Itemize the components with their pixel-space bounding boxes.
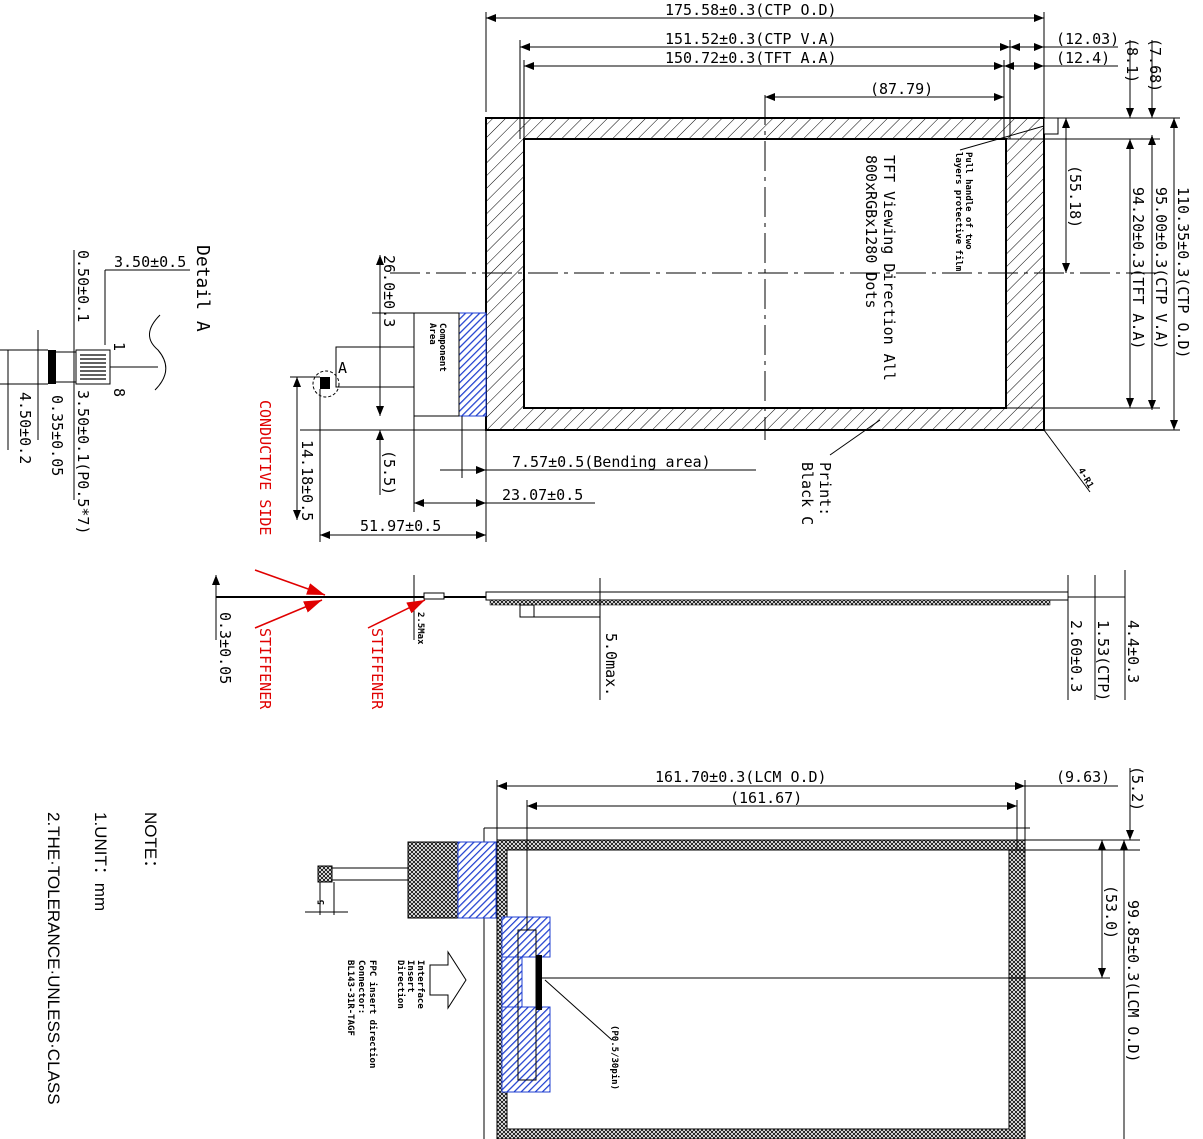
dim-5-2: (5.2) <box>1128 766 1146 811</box>
dim-14-18: 14.18±0.5 <box>298 440 316 521</box>
dim-ctp-va: 151.52±0.3(CTP V.A) <box>665 30 837 48</box>
dim-7-68: (7.68) <box>1146 38 1164 92</box>
interface-line3: Direction <box>395 960 406 1009</box>
dim-55-18: (55.18) <box>1066 165 1084 228</box>
dim-95-00: 95.00±0.3(CTP V.A) <box>1152 187 1170 350</box>
dim-51-97: 51.97±0.5 <box>360 517 441 535</box>
detail-a-title: Detail A <box>192 245 213 332</box>
print-label: Print: <box>816 462 834 516</box>
fpc-blue-hatch <box>458 312 487 417</box>
note-unit: 1.UNIT：mm <box>91 812 110 911</box>
dim-1-53: 1.53(CTP) <box>1094 620 1112 701</box>
note-title: NOTE： <box>141 812 160 876</box>
dim-2-5: 2.5Max <box>415 612 425 645</box>
dim-12-03: (12.03) <box>1056 30 1119 48</box>
radius-label: 4-R1 <box>1075 467 1095 491</box>
dim-8-1: (8.1) <box>1123 38 1141 83</box>
interface-line1: Interface <box>415 960 425 1009</box>
bottom-view: 5 (P0.5/30pin) Interface Insert Directio… <box>305 766 1146 1139</box>
top-view: 175.58±0.3(CTP O.D) 151.52±0.3(CTP V.A) … <box>290 1 1192 542</box>
dim-99-85: 99.85±0.3(LCM O.D) <box>1124 900 1142 1063</box>
component-line1: Component <box>437 323 447 372</box>
label-stiffener-right: STIFFENER <box>368 628 386 710</box>
label-a: A <box>338 359 347 377</box>
dim-53-0: (53.0) <box>1102 885 1120 939</box>
dim-7-57: 7.57±0.5(Bending area) <box>512 453 711 471</box>
notes: NOTE： 1.UNIT：mm 2.THE·TOLERANCE·UNLESS·C… <box>44 812 160 1105</box>
dim-4-4: 4.4±0.3 <box>1124 620 1142 683</box>
dim-12-4: (12.4) <box>1056 49 1110 67</box>
dim-5-5: (5.5) <box>380 450 398 495</box>
dim-detail-4-50: 4.50±0.2 <box>16 392 34 464</box>
dim-detail-0-35: 0.35±0.05 <box>48 395 66 476</box>
note-tolerance: 2.THE·TOLERANCE·UNLESS·CLASS <box>44 812 63 1105</box>
fpc-line3: BL143-31R-TAGF <box>345 960 355 1036</box>
label-stiffener-left: STIFFENER <box>256 628 274 710</box>
dim-87-79: (87.79) <box>870 80 933 98</box>
dim-26-0: 26.0±0.3 <box>380 255 398 327</box>
pull-handle-line1: Pull handle of two <box>963 152 973 250</box>
print-color: Black C <box>798 462 816 525</box>
resolution: 800xRGBx1280 Dots <box>862 155 880 309</box>
dim-161-70: 161.70±0.3(LCM O.D) <box>655 768 827 786</box>
component-line2: Area <box>427 323 437 345</box>
dim-5: 5 <box>317 900 327 905</box>
viewing-direction: TFT Viewing Direction All <box>880 155 898 381</box>
dim-94-20: 94.20±0.3(TFT A.A) <box>1129 187 1147 350</box>
dim-tft-aa: 150.72±0.3(TFT A.A) <box>665 49 837 67</box>
dim-0-3: 0.3±0.05 <box>216 612 234 684</box>
label-conductive-side: CONDUCTIVE SIDE <box>256 400 274 535</box>
dim-161-67: (161.67) <box>730 789 802 807</box>
component-area <box>413 312 460 417</box>
pin-8: 8 <box>110 388 128 397</box>
pin-1: 1 <box>110 342 128 351</box>
detail-a: Detail A 3.50±0.5 1 8 0.50±0.1 3.50±0.1(… <box>0 245 213 535</box>
dim-detail-pitch: 3.50±0.1(P0.5*7) <box>74 390 92 535</box>
dim-5-0: 5.0max. <box>602 633 620 696</box>
fpc-line2: Connector: <box>356 960 366 1014</box>
pull-handle-line2: layers protective film <box>953 152 964 272</box>
interface-line2: Insert <box>405 960 415 993</box>
dim-9-63: (9.63) <box>1056 768 1110 786</box>
side-view: 0.3±0.05 2.5Max 5.0max. 2.60±0.3 1.53(CT… <box>212 400 1142 710</box>
dim-23-07: 23.07±0.5 <box>502 486 583 504</box>
pin-count: (P0.5/30pin) <box>609 1025 620 1090</box>
dim-110-35: 110.35±0.3(CTP O.D) <box>1174 187 1192 359</box>
dim-ctp-od: 175.58±0.3(CTP O.D) <box>665 1 837 19</box>
dim-detail-3-50: 3.50±0.5 <box>114 253 186 271</box>
dim-detail-0-50: 0.50±0.1 <box>74 250 92 322</box>
dim-2-60: 2.60±0.3 <box>1067 620 1085 692</box>
fpc-line1: FPC insert direction <box>367 960 378 1068</box>
